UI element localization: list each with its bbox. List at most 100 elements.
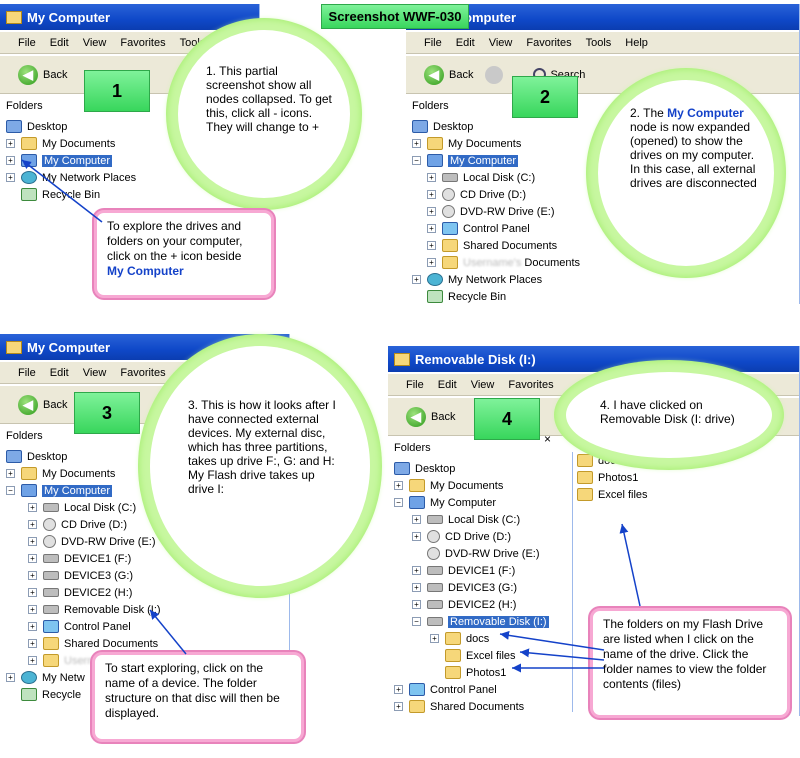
menu-help[interactable]: Help: [625, 36, 648, 49]
menu-file[interactable]: File: [424, 36, 442, 49]
tree-node-dvd-drive-e[interactable]: +DVD-RW Drive (E:): [6, 533, 161, 550]
tree-node-device1-f[interactable]: +DEVICE1 (F:): [394, 562, 549, 579]
menu-tools[interactable]: Tools: [585, 36, 612, 49]
tree-node-desktop[interactable]: Desktop: [6, 448, 161, 465]
collapse-icon[interactable]: −: [6, 486, 15, 495]
expand-icon[interactable]: +: [28, 520, 37, 529]
tree-node-my-network-places[interactable]: +My Netw: [6, 669, 161, 686]
tree-node-docs[interactable]: +docs: [394, 630, 549, 647]
expand-icon[interactable]: +: [394, 685, 403, 694]
back-button[interactable]: ◀Back: [18, 64, 67, 85]
tree-node-my-computer[interactable]: −My Computer: [394, 494, 549, 511]
menu-favorites[interactable]: Favorites: [526, 36, 572, 49]
menu-favorites[interactable]: Favorites: [508, 378, 554, 391]
tree-node-cd-drive-d[interactable]: +CD Drive (D:): [6, 516, 161, 533]
tree-node-my-computer[interactable]: −My Computer: [412, 152, 580, 169]
file-item-docs[interactable]: docs: [577, 452, 692, 469]
menu-file[interactable]: File: [406, 378, 424, 391]
expand-icon[interactable]: +: [28, 554, 37, 563]
expand-icon[interactable]: +: [427, 207, 436, 216]
expand-icon[interactable]: +: [6, 156, 15, 165]
tree-node-local-disk-c[interactable]: +Local Disk (C:): [394, 511, 549, 528]
close-pane-icon[interactable]: ×: [544, 432, 552, 446]
expand-icon[interactable]: +: [412, 532, 421, 541]
tree-node-local-disk-c[interactable]: +Local Disk (C:): [412, 169, 580, 186]
file-item-excel-files[interactable]: Excel files: [577, 486, 692, 503]
tree-node-photos1[interactable]: Photos1: [394, 664, 549, 681]
tree-node-control-panel[interactable]: +Control Panel: [394, 681, 549, 698]
expand-icon[interactable]: +: [6, 139, 15, 148]
tree-node-desktop[interactable]: Desktop: [394, 460, 549, 477]
collapse-icon[interactable]: −: [412, 617, 421, 626]
tree-node-removable-disk-i[interactable]: +Removable Disk (I:): [6, 601, 161, 618]
expand-icon[interactable]: +: [412, 275, 421, 284]
expand-icon[interactable]: +: [6, 173, 15, 182]
collapse-icon[interactable]: −: [412, 156, 421, 165]
menu-tools[interactable]: Tools: [179, 36, 206, 49]
expand-icon[interactable]: +: [6, 469, 15, 478]
expand-icon[interactable]: +: [427, 190, 436, 199]
tree-node-shared-documents[interactable]: +Shared Documents: [412, 237, 580, 254]
tree-node-my-documents[interactable]: +My Documents: [6, 135, 136, 152]
expand-icon[interactable]: +: [427, 224, 436, 233]
menu-view[interactable]: View: [82, 36, 107, 49]
collapse-icon[interactable]: −: [394, 498, 403, 507]
expand-icon[interactable]: +: [28, 605, 37, 614]
menu-view[interactable]: View: [82, 366, 107, 379]
tree-node-my-computer[interactable]: +My Computer: [6, 152, 136, 169]
expand-icon[interactable]: +: [28, 656, 37, 665]
file-item-photos1[interactable]: Photos1: [577, 469, 692, 486]
tree-node-shared-documents[interactable]: +Shared Documents: [394, 698, 549, 715]
tree-node-device2-h[interactable]: +DEVICE2 (H:): [6, 584, 161, 601]
expand-icon[interactable]: +: [6, 673, 15, 682]
tree-node-desktop[interactable]: Desktop: [6, 118, 136, 135]
menu-edit[interactable]: Edit: [49, 366, 69, 379]
tree-node-dvd-drive-e[interactable]: DVD-RW Drive (E:): [394, 545, 549, 562]
tree-node-my-network-places[interactable]: +My Network Places: [412, 271, 580, 288]
tree-node-control-panel[interactable]: +Control Panel: [412, 220, 580, 237]
tree-node-dvd-drive-e[interactable]: +DVD-RW Drive (E:): [412, 203, 580, 220]
tree-node-cd-drive-d[interactable]: +CD Drive (D:): [412, 186, 580, 203]
tree-node-desktop[interactable]: Desktop: [412, 118, 580, 135]
tree-node-device2-h[interactable]: +DEVICE2 (H:): [394, 596, 549, 613]
expand-icon[interactable]: +: [412, 515, 421, 524]
expand-icon[interactable]: +: [427, 241, 436, 250]
tree-node-control-panel[interactable]: +Control Panel: [6, 618, 161, 635]
back-button[interactable]: ◀Back: [424, 64, 473, 85]
menu-edit[interactable]: Edit: [437, 378, 457, 391]
expand-icon[interactable]: +: [394, 702, 403, 711]
tree-node-my-network-places[interactable]: +My Network Places: [6, 169, 136, 186]
menu-view[interactable]: View: [488, 36, 513, 49]
expand-icon[interactable]: +: [28, 503, 37, 512]
expand-icon[interactable]: +: [28, 622, 37, 631]
menu-edit[interactable]: Edit: [455, 36, 475, 49]
tree-node-user-documents[interactable]: +Username's Documents: [412, 254, 580, 271]
expand-icon[interactable]: +: [412, 139, 421, 148]
expand-icon[interactable]: +: [28, 571, 37, 580]
expand-icon[interactable]: +: [28, 588, 37, 597]
menu-favorites[interactable]: Favorites: [120, 36, 166, 49]
menu-view[interactable]: View: [470, 378, 495, 391]
tree-node-my-documents[interactable]: +My Documents: [6, 465, 161, 482]
tree-node-recycle-bin[interactable]: Recycle: [6, 686, 161, 703]
expand-icon[interactable]: +: [28, 639, 37, 648]
tree-node-local-disk-c[interactable]: +Local Disk (C:): [6, 499, 161, 516]
menu-favorites[interactable]: Favorites: [120, 366, 166, 379]
menu-file[interactable]: File: [18, 366, 36, 379]
tree-node-device1-f[interactable]: +DEVICE1 (F:): [6, 550, 161, 567]
tree-node-my-documents[interactable]: +My Documents: [412, 135, 580, 152]
forward-arrow-icon[interactable]: [485, 65, 504, 84]
expand-icon[interactable]: +: [427, 258, 436, 267]
expand-icon[interactable]: +: [394, 481, 403, 490]
expand-icon[interactable]: +: [430, 634, 439, 643]
expand-icon[interactable]: +: [412, 566, 421, 575]
tree-node-excel-files[interactable]: Excel files: [394, 647, 549, 664]
menu-file[interactable]: File: [18, 36, 36, 49]
expand-icon[interactable]: +: [412, 600, 421, 609]
tree-node-cd-drive-d[interactable]: +CD Drive (D:): [394, 528, 549, 545]
tree-node-device3-g[interactable]: +DEVICE3 (G:): [394, 579, 549, 596]
menu-edit[interactable]: Edit: [49, 36, 69, 49]
expand-icon[interactable]: +: [412, 583, 421, 592]
tree-node-my-documents[interactable]: +My Documents: [394, 477, 549, 494]
expand-icon[interactable]: +: [427, 173, 436, 182]
